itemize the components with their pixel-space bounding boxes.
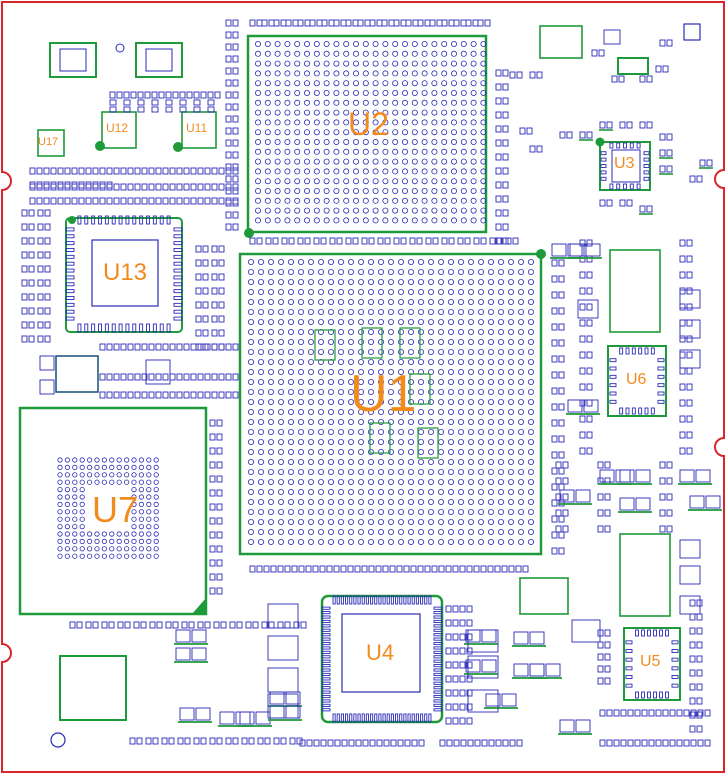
label-u17: U17 [38, 137, 58, 148]
label-u12: U12 [106, 122, 128, 134]
label-u3: U3 [614, 156, 634, 172]
test-pad [684, 24, 700, 40]
label-u5: U5 [640, 654, 660, 670]
label-u2: U2 [348, 108, 389, 140]
label-u11: U11 [186, 122, 207, 134]
label-u6: U6 [626, 372, 646, 388]
label-u7: U7 [92, 492, 138, 528]
fiducial [51, 733, 65, 747]
label-u1: U1 [350, 368, 416, 420]
label-u13: U13 [103, 261, 147, 285]
mount-hole [116, 44, 124, 52]
label-u4: U4 [366, 642, 394, 664]
